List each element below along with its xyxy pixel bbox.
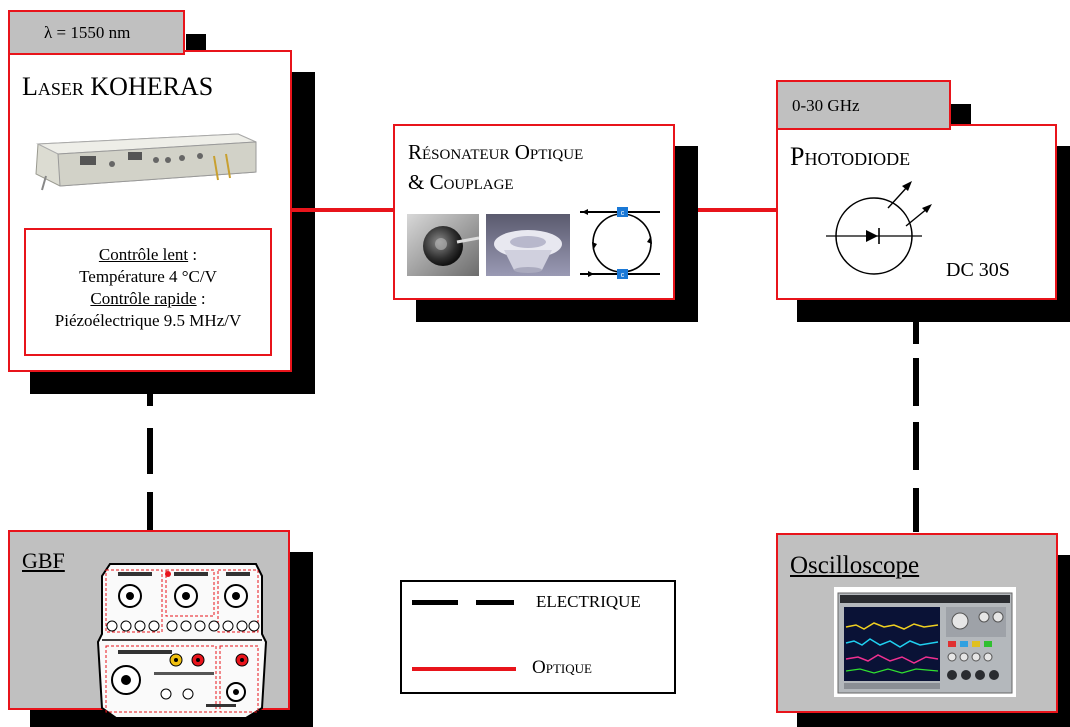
electric-link-photodiode-osc-seg3 <box>913 422 919 470</box>
photodiode-model: DC 30S <box>946 259 1010 281</box>
coupler-bottom-label: c <box>621 272 625 279</box>
legend-electric-dash-2 <box>476 600 514 605</box>
electric-link-photodiode-osc-seg2 <box>913 358 919 406</box>
laser-title: Laser KOHERAS <box>22 72 214 101</box>
photodiode-box <box>776 124 1057 300</box>
legend-box <box>400 580 676 694</box>
photodiode-title: Photodiode <box>790 142 911 171</box>
fast-control-value: Piézoélectrique 9.5 MHz/V <box>54 311 242 330</box>
microtoroid-photo <box>486 214 570 276</box>
wavelength-tag: λ = 1550 nm <box>8 10 185 55</box>
legend-optical-line <box>412 667 516 671</box>
laser-control-panel: Contrôle lent : Température 4 °C/V Contr… <box>24 228 272 356</box>
photodiode-tag-shadow <box>951 104 971 128</box>
legend-electric-dash-1 <box>412 600 458 605</box>
fast-control-suffix: : <box>196 289 206 308</box>
wavelength-label: λ = 1550 nm <box>44 23 131 42</box>
bandwidth-label: 0-30 GHz <box>792 95 860 115</box>
resonator-title-line2: & Couplage <box>408 170 514 194</box>
legend-optical-label: Optique <box>532 657 592 678</box>
laser-device-image <box>35 133 257 191</box>
microsphere-photo <box>407 214 479 276</box>
electric-link-photodiode-osc-seg4 <box>913 488 919 532</box>
optical-link-laser-resonator <box>290 208 396 212</box>
bandwidth-tag: 0-30 GHz <box>776 80 951 130</box>
electric-link-laser-gbf-seg3 <box>147 492 153 530</box>
gbf-title: GBF <box>22 548 65 573</box>
slow-control-row: Contrôle lent : <box>26 244 270 266</box>
fast-control-label: Contrôle rapide <box>90 289 197 308</box>
photodiode-symbol-icon <box>826 181 932 275</box>
electric-link-laser-gbf-seg2 <box>147 428 153 474</box>
slow-control-suffix: : <box>188 245 198 264</box>
slow-control-value: Température 4 °C/V <box>79 267 217 286</box>
coupler-top-label: c <box>621 210 625 217</box>
oscilloscope-device-image <box>834 587 1016 697</box>
electric-link-photodiode-osc-seg1 <box>913 318 919 344</box>
slow-control-label: Contrôle lent <box>98 245 189 264</box>
resonator-title-line1: Résonateur Optique <box>408 140 584 164</box>
gbf-front-panel-image <box>96 563 268 719</box>
legend-electric-label: ELECTRIQUE <box>536 592 641 611</box>
oscilloscope-title: Oscilloscope <box>790 552 920 579</box>
fast-control-row: Contrôle rapide : <box>26 288 270 310</box>
optical-link-resonator-photodiode <box>672 208 778 212</box>
ring-coupling-diagram: c c <box>580 207 660 279</box>
